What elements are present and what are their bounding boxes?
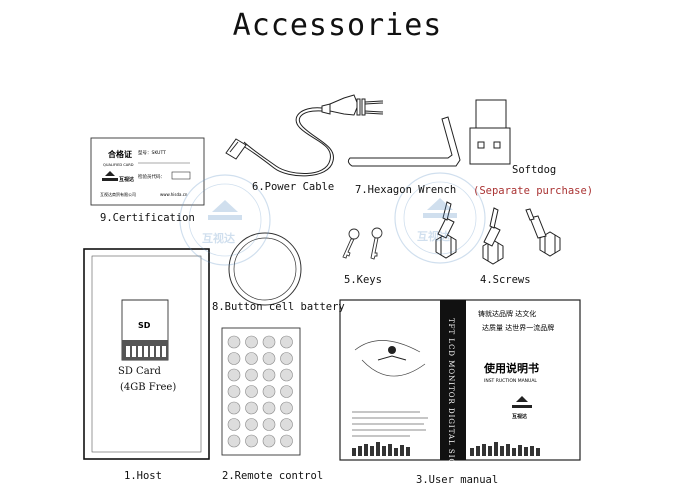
remote-button — [245, 434, 258, 448]
label-hexagon-wrench: 7.Hexagon Wrench — [355, 184, 457, 196]
label-host: 1.Host — [124, 470, 162, 482]
manual-title-cn: 使用说明书 — [483, 361, 539, 375]
remote-button — [245, 385, 258, 398]
cert-logo: 互视达 — [119, 176, 134, 183]
label-user-manual: 3.User manual — [416, 474, 499, 486]
remote-button — [280, 352, 293, 365]
remote-button — [262, 418, 276, 431]
manual-title-en: INST RUCTION MANUAL — [484, 378, 537, 384]
remote-button — [245, 418, 258, 431]
remote-button — [245, 335, 258, 349]
remote-button — [227, 401, 241, 415]
power-cable — [225, 94, 384, 177]
remote-button — [245, 352, 258, 365]
remote-control — [221, 327, 301, 456]
remote-button — [227, 385, 241, 398]
watermark-text-left: 互视达 — [202, 232, 235, 245]
remote-button — [280, 434, 293, 448]
sd-chip-text: SD — [138, 321, 151, 330]
label-softdog-note: (Separate purchase) — [473, 185, 594, 197]
user-manual: TFT LCD MONITOR DIGITAL SIGNA 铸就达品牌 达文化 … — [339, 299, 581, 478]
label-softdog: Softdog — [512, 164, 557, 176]
cert-sub: QUALIFIED CARD — [103, 163, 134, 167]
cert-maker: 互视达商贸有限公司 — [100, 191, 136, 197]
remote-button — [262, 368, 276, 382]
screws — [435, 201, 561, 265]
remote-button — [227, 418, 241, 431]
label-certification: 9.Certification — [100, 212, 195, 224]
remote-button — [227, 335, 241, 349]
label-remote-control: 2.Remote control — [222, 470, 324, 482]
remote-button — [227, 368, 241, 382]
label-keys: 5.Keys — [344, 274, 382, 286]
cert-url: www.hisda.cn — [160, 192, 188, 197]
remote-button — [262, 385, 276, 398]
remote-button — [280, 368, 293, 382]
hexagon-wrench — [347, 116, 461, 167]
label-screws: 4.Screws — [480, 274, 531, 286]
watermark-text-right: 互视达 — [417, 230, 450, 243]
remote-button — [280, 418, 293, 431]
remote-button — [227, 352, 241, 365]
cert-heading: 合格证 — [107, 149, 132, 159]
label-button-cell-battery: 8.Button cell battery — [212, 301, 345, 313]
sd-card-capacity: (4GB Free) — [120, 382, 177, 393]
remote-button — [262, 352, 276, 365]
remote-button — [262, 401, 276, 415]
watermark-seal-left — [179, 174, 271, 266]
watermark-seal-right — [394, 172, 486, 264]
manual-slogan-2: 达质量 达世界一流品牌 — [482, 323, 554, 332]
cert-model: 型号：SKUTT — [138, 149, 166, 156]
remote-button — [280, 401, 293, 415]
manual-slogan-1: 铸就达品牌 达文化 — [478, 309, 536, 318]
manual-spine-text: TFT LCD MONITOR DIGITAL SIGNA — [447, 318, 455, 478]
remote-button — [280, 385, 293, 398]
remote-button — [245, 368, 258, 382]
cert-check: 检验员代码： — [138, 173, 165, 180]
certification-card: 合格证 QUALIFIED CARD 型号：SKUTT 检验员代码： 互视达 互… — [90, 137, 205, 206]
manual-logo: 互视达 — [512, 413, 527, 420]
label-power-cable: 6.Power Cable — [252, 181, 335, 193]
remote-button — [227, 434, 241, 448]
remote-button — [262, 335, 276, 349]
page-title: Accessories — [232, 8, 443, 43]
button-cell-battery — [228, 232, 302, 306]
remote-button — [262, 434, 276, 448]
keys — [342, 227, 383, 260]
host-panel: SD — [83, 248, 210, 460]
sd-card-label: SD Card — [118, 366, 161, 377]
remote-button — [280, 335, 293, 349]
softdog-dongle — [469, 99, 511, 165]
remote-button — [245, 401, 258, 415]
